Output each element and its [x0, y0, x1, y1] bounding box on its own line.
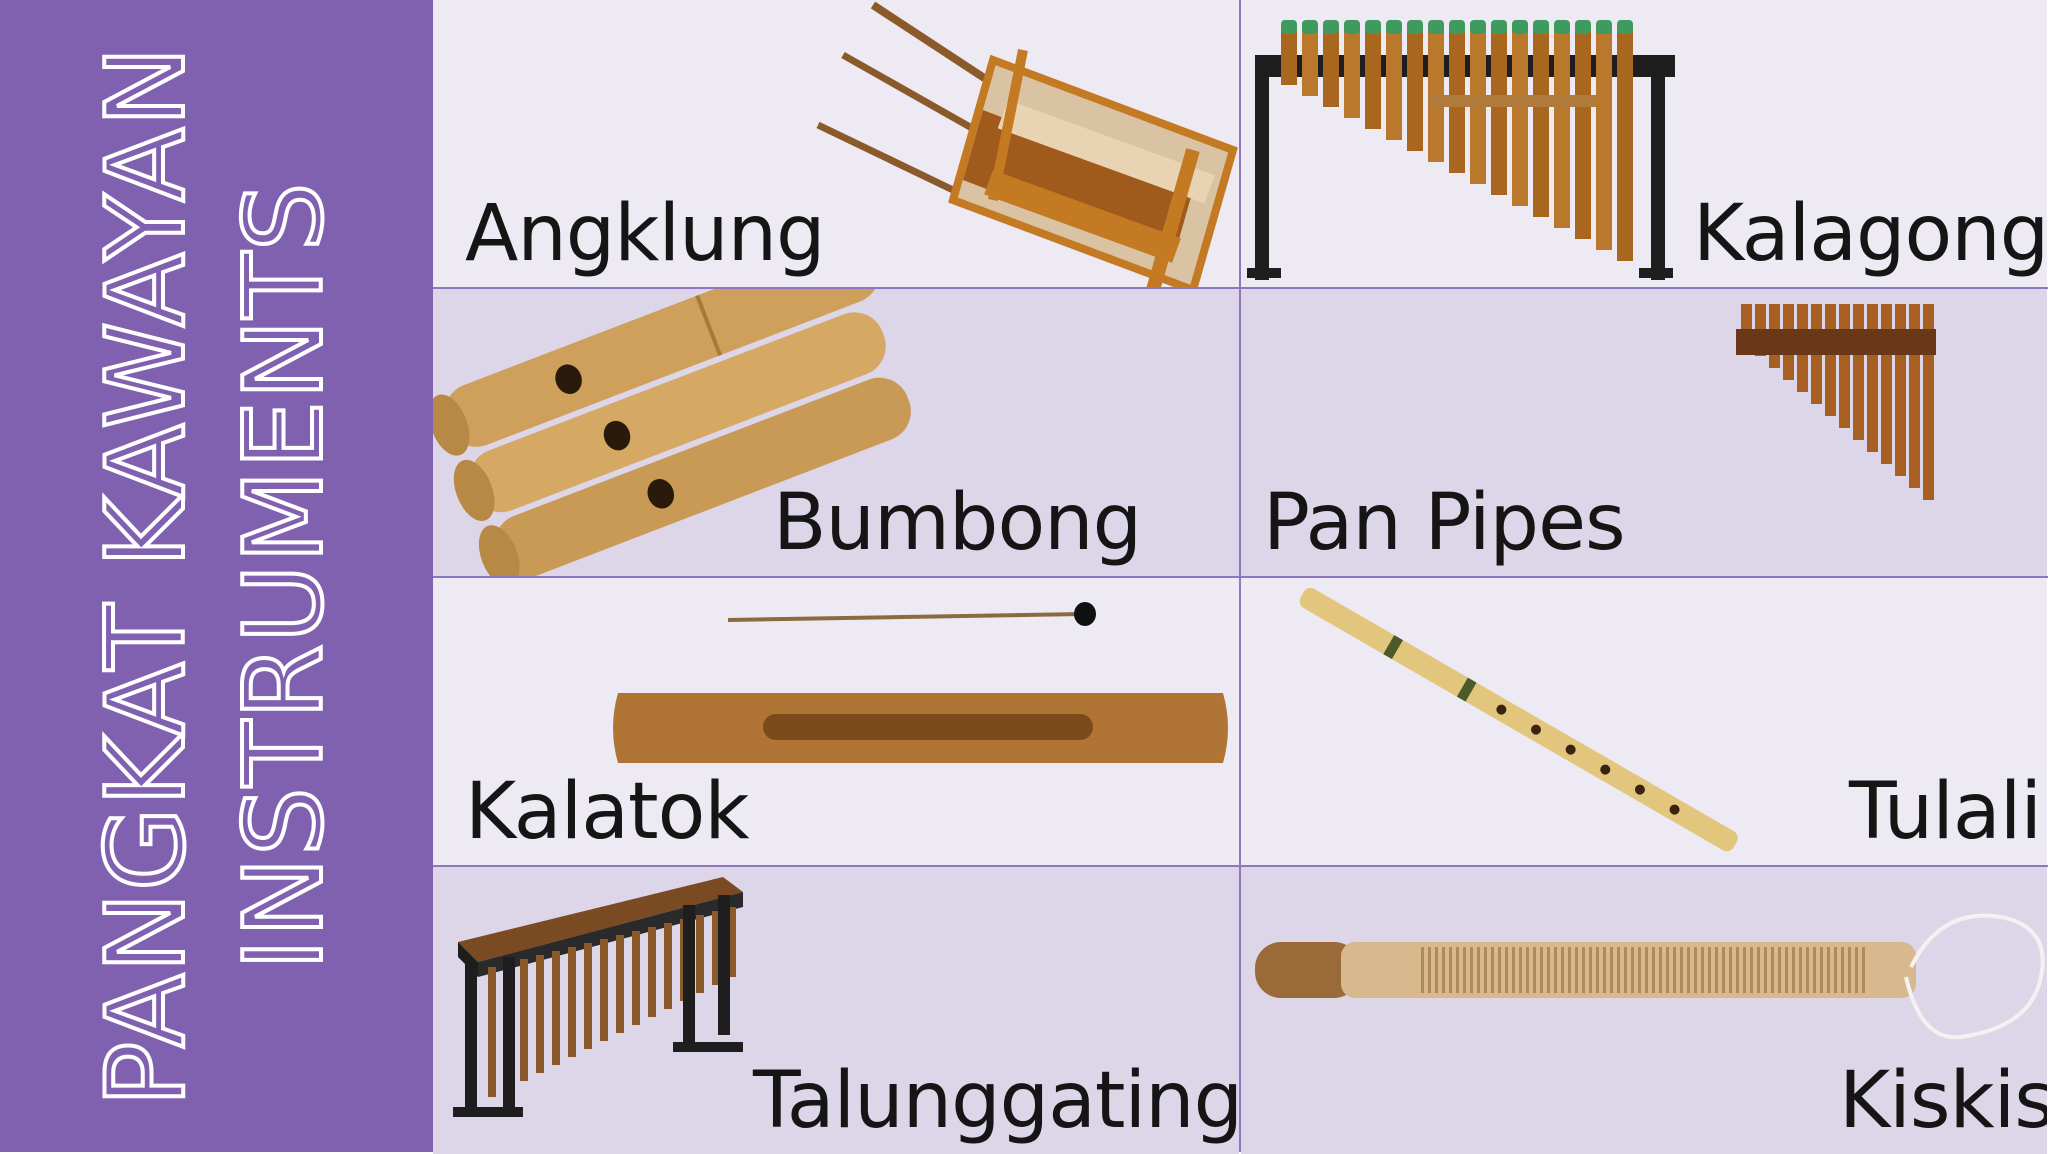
instrument-label: Kiskis [1839, 1056, 2047, 1146]
grid-horizontal-divider [433, 865, 2048, 867]
cell-tulali: Tulali [1241, 578, 2047, 865]
bumbong-icon [433, 289, 911, 576]
talunggating-icon [453, 877, 743, 1117]
cell-pan-pipes: Pan Pipes [1241, 289, 2047, 576]
instrument-label: Kalatok [465, 767, 750, 857]
instrument-label: Bumbong [773, 478, 1142, 568]
pan-pipes-icon [1736, 304, 1936, 500]
instrument-label: Kalagong [1693, 189, 2047, 279]
instrument-label: Talunggating [753, 1056, 1239, 1146]
instrument-label: Pan Pipes [1263, 478, 1626, 568]
cell-kalatok: Kalatok [433, 578, 1239, 865]
page-title-line2: INSTRUMENTS [220, 180, 349, 973]
kiskis-icon [1255, 913, 2045, 1040]
cell-angklung: Angklung [433, 0, 1239, 287]
title-sidebar: PANGKAT KAWAYAN INSTRUMENTS [0, 0, 433, 1152]
cell-talunggating: Talunggating [433, 867, 1239, 1154]
kalatok-icon [613, 602, 1228, 763]
instrument-label: Tulali [1849, 767, 2042, 857]
cell-kiskis: Kiskis [1241, 867, 2047, 1154]
page-title-line1: PANGKAT KAWAYAN [82, 43, 211, 1109]
tulali-icon [1299, 588, 1738, 852]
cell-bumbong: Bumbong [433, 289, 1239, 576]
instrument-label: Angklung [465, 189, 826, 279]
page-title: PANGKAT KAWAYAN INSTRUMENTS [78, 26, 354, 1126]
instrument-grid: Angklung Kalagong [433, 0, 2048, 1154]
angklung-icon [816, 1, 1238, 287]
grid-horizontal-divider [433, 287, 2048, 289]
kalagong-icon [1247, 20, 1675, 280]
grid-horizontal-divider [433, 576, 2048, 578]
cell-kalagong: Kalagong [1241, 0, 2047, 287]
